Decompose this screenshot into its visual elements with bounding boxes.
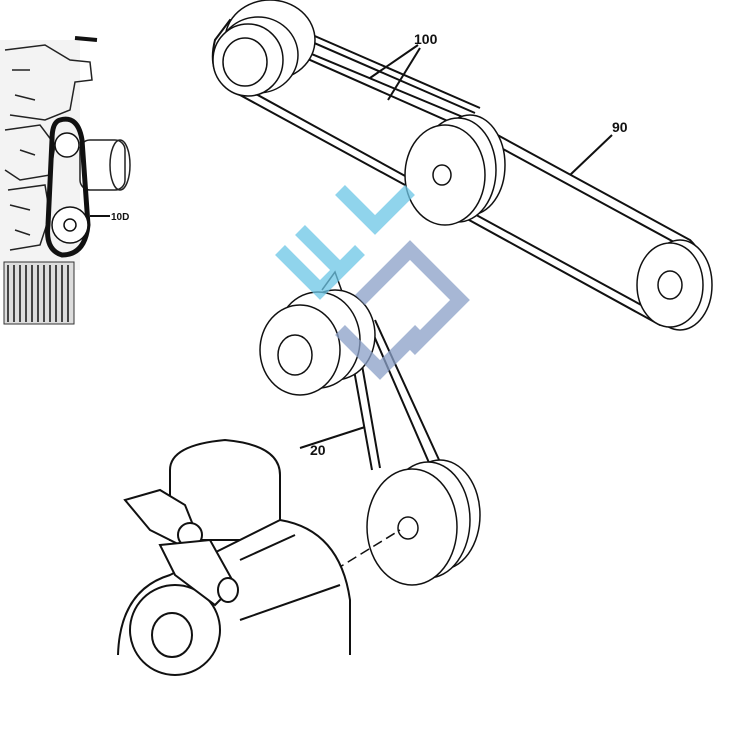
- radiator-fins: [3, 261, 75, 325]
- label-10d: 10D: [111, 212, 129, 223]
- lower-belt-assembly: 20: [259, 270, 481, 586]
- label-100: 100: [414, 31, 438, 47]
- upper-belt-assembly: 100 90: [211, 0, 713, 331]
- watermark-logo: [275, 185, 470, 380]
- engine-block: [117, 438, 351, 676]
- engine-inset: 10D: [0, 36, 131, 325]
- label-90: 90: [612, 119, 628, 135]
- label-20: 20: [310, 442, 326, 458]
- belt-10d: [45, 116, 91, 258]
